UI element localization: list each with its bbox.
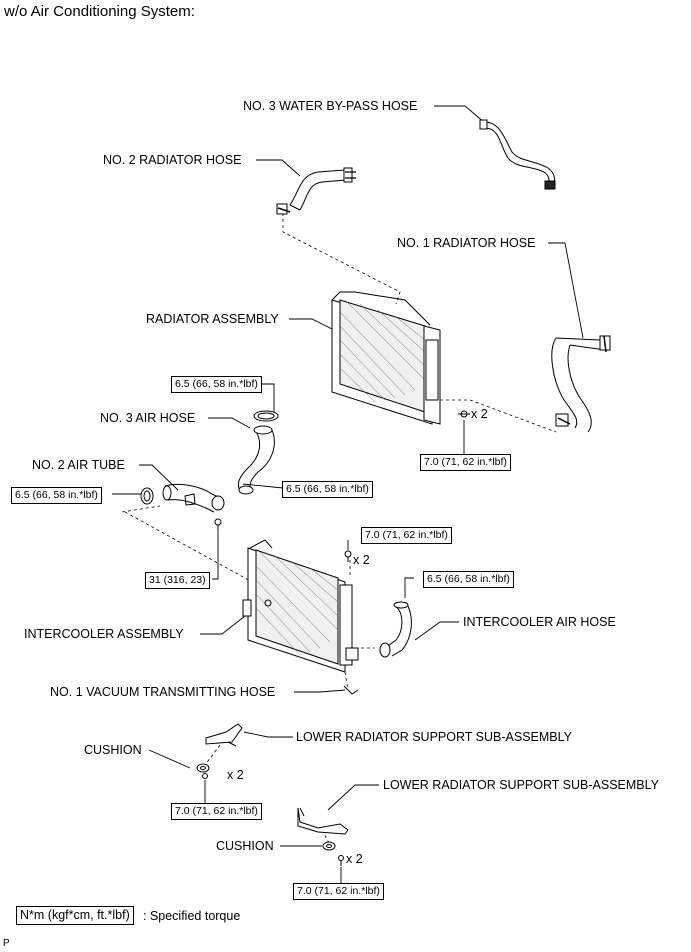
no2-radiator-hose-shape bbox=[276, 167, 356, 215]
footer-code: P bbox=[3, 938, 10, 949]
no1-radiator-hose-shape bbox=[551, 335, 611, 433]
torque-no3-air-hose-upper: 6.5 (66, 58 in.*lbf) bbox=[171, 376, 262, 393]
label-no2-radiator-hose: NO. 2 RADIATOR HOSE bbox=[103, 153, 242, 167]
label-cushion-1: CUSHION bbox=[84, 743, 142, 757]
legend-unit-box: N*m (kgf*cm, ft.*lbf) bbox=[16, 906, 134, 925]
intercooler-bolt-shape bbox=[344, 550, 352, 562]
lower-support-1-bolt-shape bbox=[202, 773, 208, 779]
lower-support-2-bolt-shape bbox=[338, 855, 344, 866]
label-intercooler-air-hose: INTERCOOLER AIR HOSE bbox=[463, 615, 616, 629]
torque-lower-support-2-bolt: 7.0 (71, 62 in.*lbf) bbox=[293, 883, 384, 900]
qty-lower-support-1-bolt: x 2 bbox=[227, 768, 244, 782]
torque-no3-air-hose-lower: 6.5 (66, 58 in.*lbf) bbox=[282, 481, 373, 498]
qty-intercooler-bolt: x 2 bbox=[353, 553, 370, 567]
no3-air-hose-shape bbox=[237, 410, 279, 495]
lower-support-2-shape bbox=[297, 807, 349, 851]
radiator-bolt-shape bbox=[458, 410, 470, 418]
label-lower-radiator-support-1: LOWER RADIATOR SUPPORT SUB-ASSEMBLY bbox=[296, 730, 572, 744]
no2-air-tube-shape bbox=[140, 483, 225, 513]
vacuum-hose-shape bbox=[343, 685, 359, 695]
torque-intercooler-bolt: 7.0 (71, 62 in.*lbf) bbox=[361, 527, 452, 544]
label-no1-vacuum-transmitting-hose: NO. 1 VACUUM TRANSMITTING HOSE bbox=[50, 685, 276, 699]
label-cushion-2: CUSHION bbox=[216, 839, 274, 853]
torque-lower-support-1-bolt: 7.0 (71, 62 in.*lbf) bbox=[171, 803, 262, 820]
leader-lines bbox=[112, 105, 584, 884]
intercooler-assembly-shape bbox=[242, 539, 359, 673]
torque-air-tube-bolt: 31 (316, 23) bbox=[145, 572, 210, 589]
no3-water-bypass-hose-shape bbox=[479, 119, 556, 190]
label-no3-water-bypass-hose: NO. 3 WATER BY-PASS HOSE bbox=[243, 99, 418, 113]
qty-radiator-bolt: x 2 bbox=[471, 407, 488, 421]
torque-no2-air-tube-clamp: 6.5 (66, 58 in.*lbf) bbox=[11, 487, 102, 504]
qty-lower-support-2-bolt: x 2 bbox=[346, 852, 363, 866]
lower-support-1-shape bbox=[196, 723, 243, 773]
page-title: w/o Air Conditioning System: bbox=[4, 3, 195, 20]
radiator-assembly-shape bbox=[331, 291, 441, 425]
label-no1-radiator-hose: NO. 1 RADIATOR HOSE bbox=[397, 236, 536, 250]
legend-meaning: : Specified torque bbox=[143, 909, 241, 923]
intercooler-air-hose-shape bbox=[379, 601, 412, 658]
torque-radiator-bolt: 7.0 (71, 62 in.*lbf) bbox=[420, 454, 511, 471]
label-no2-air-tube: NO. 2 AIR TUBE bbox=[32, 458, 125, 472]
label-lower-radiator-support-2: LOWER RADIATOR SUPPORT SUB-ASSEMBLY bbox=[383, 778, 659, 792]
air-tube-bolt-shape bbox=[214, 518, 222, 530]
label-intercooler-assembly: INTERCOOLER ASSEMBLY bbox=[24, 627, 184, 641]
torque-intercooler-air-hose-clamp: 6.5 (66, 58 in.*lbf) bbox=[423, 571, 514, 588]
label-radiator-assembly: RADIATOR ASSEMBLY bbox=[146, 312, 279, 326]
label-no3-air-hose: NO. 3 AIR HOSE bbox=[100, 411, 196, 425]
